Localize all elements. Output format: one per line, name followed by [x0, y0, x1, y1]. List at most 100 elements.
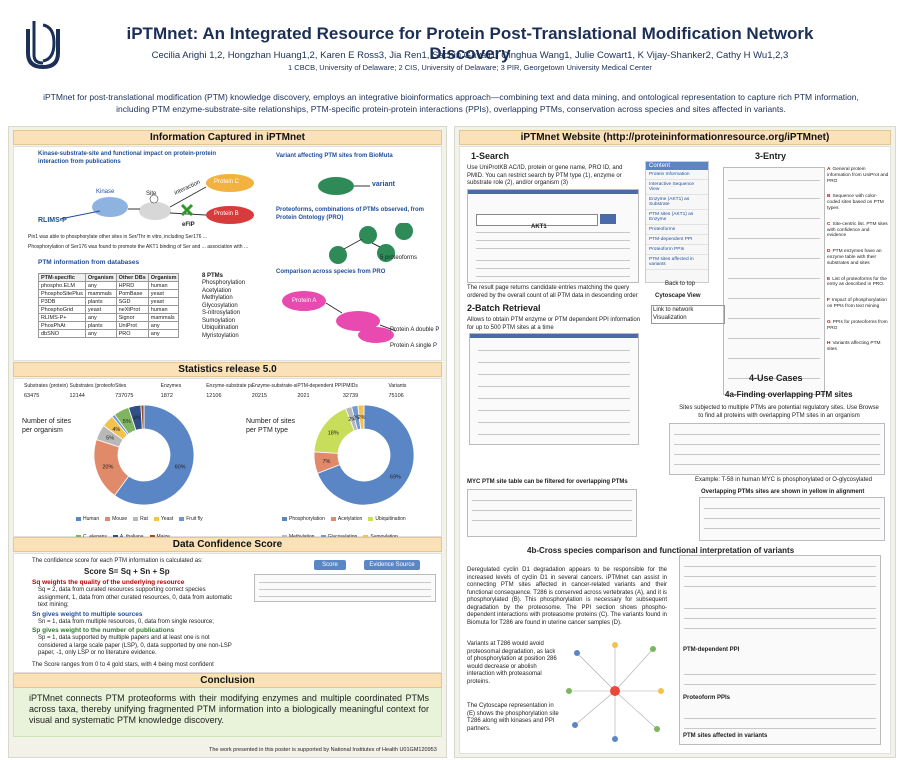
ptm-type-item: Ubiquitination [202, 325, 239, 331]
sp-title: Sp gives weight to the number of publica… [32, 627, 175, 634]
donut-data-label: 4% [112, 427, 120, 433]
alignment-screenshot [699, 497, 885, 541]
myc-note: MYC PTM site table can be filtered for o… [467, 479, 628, 485]
entry-note-key: H [827, 341, 831, 347]
stats-column-label: Enzymes [160, 383, 182, 389]
entry-screenshot [723, 167, 825, 395]
donut-data-label: 2% [348, 417, 356, 423]
table-cell: yeast [147, 289, 180, 298]
table-cell: PhosphoSitePlus [38, 289, 86, 298]
entry-menu-item[interactable]: Protein Information [646, 170, 708, 180]
batch-text: Allows to obtain PTM enzyme or PTM depen… [467, 317, 641, 331]
poster-title: iPTMnet: An Integrated Resource for Prot… [126, 24, 814, 63]
table-cell: any [147, 321, 180, 330]
entry-menu-item[interactable]: PTM sites affected in variants [646, 255, 708, 270]
table-cell: PomBase [115, 289, 149, 298]
table-cell: neXtProt [115, 305, 149, 314]
organism-chart-label: Number of sites per organism [22, 418, 72, 434]
legend-label: Acetylation [337, 516, 363, 522]
back-to-top[interactable]: Back to top [665, 281, 696, 287]
usecase-4a-title: 4a-Finding overlapping PTM sites [725, 390, 853, 399]
score-button[interactable]: Score [314, 560, 346, 570]
legend-swatch [133, 516, 139, 521]
entry-menu-item[interactable]: Interactive Sequence View [646, 180, 708, 195]
entry-note-text: General protein information from UniProt… [827, 167, 889, 184]
cytoscape-link-note: Link to network Visualization [651, 305, 725, 324]
legend-swatch [363, 534, 369, 539]
table-cell: RLIMS-P+ [38, 313, 86, 322]
ptm-type-item: Methylation [202, 295, 233, 301]
score-table-screenshot [254, 574, 436, 602]
table-cell: any [84, 313, 117, 322]
confidence-formula: Score S= Sq + Sn + Sp [84, 567, 170, 576]
affiliations: 1 CBCB, University of Delaware; 2 CIS, U… [288, 63, 652, 72]
entry-note-key: F [827, 298, 830, 304]
cytoscape-view[interactable]: Cytoscape View [655, 293, 701, 299]
legend-label: Rat [140, 516, 148, 522]
right-column: iPTMnet Website (http://proteininformati… [454, 126, 896, 758]
entry-title: 3-Entry [755, 151, 787, 161]
university-logo [26, 21, 60, 70]
authors: Cecilia Arighi 1,2, Hongzhan Huang1,2, K… [151, 50, 789, 61]
overlap-note: Overlapping PTMs sites are shown in yell… [701, 489, 865, 495]
donut-slice [114, 404, 195, 506]
ptm-type-item: S-nitrosylation [202, 310, 241, 316]
stats-column-label: Substrates (protein) [24, 383, 68, 389]
donut-data-label: 5% [123, 419, 131, 425]
stats-column-value: 12106 [206, 393, 222, 399]
table-cell: SGD [115, 297, 149, 306]
funding-note: The work presented in this poster is sup… [209, 747, 437, 753]
table-cell: mammals [147, 313, 180, 322]
confidence-panel: The confidence score for each PTM inform… [13, 553, 442, 673]
entry-note-key: D [827, 249, 831, 255]
entry-menu-item[interactable]: Proteoform PPIs [646, 245, 708, 255]
donut-data-label: 2% [353, 416, 361, 422]
entry-menu-item[interactable]: PTM-dependent PPI [646, 235, 708, 245]
legend-item: Rat [133, 516, 148, 522]
search-field[interactable]: AKT1 [476, 214, 598, 230]
content-header: Content [646, 162, 708, 170]
stats-column-value: 2021 [297, 393, 310, 399]
legend-label: Fruit fly [186, 516, 203, 522]
donut-data-label: 7% [322, 459, 330, 465]
kinase-title: Kinase-substrate-site and functional imp… [38, 151, 217, 165]
db-table-header: PTM-specific [38, 273, 86, 282]
rlims-label: RLIMS-P [38, 217, 67, 224]
usecase-4b-title: 4b-Cross species comparison and function… [527, 546, 795, 555]
search-button[interactable] [600, 214, 616, 224]
variant-title: Variant affecting PTM sites from BioMuta [276, 153, 393, 159]
protein-b-label: Protein B [214, 211, 239, 217]
entry-menu-item[interactable]: Proteoforms [646, 225, 708, 235]
donut-data-label: 4% [133, 416, 141, 422]
sn-text: Sn = 1, data from multiple resources, 0,… [38, 619, 214, 625]
search-query: AKT1 [531, 224, 547, 230]
table-cell: Signor [115, 313, 149, 322]
protein-a-single: Protein A single P [390, 343, 438, 349]
ptm-donut: 69%7%18%2%2%2% [313, 404, 415, 506]
legend-swatch [320, 534, 326, 539]
left-column: Information Captured in iPTMnet Kinase-s… [8, 126, 447, 758]
db-title: PTM information from databases [38, 259, 140, 266]
conclusion-text: iPTMnet connects PTM proteoforms with th… [29, 693, 429, 725]
entry-note-text: Sequence with color-coded sites based on… [827, 194, 884, 211]
evidence-source-button[interactable]: Evidence Source [364, 560, 420, 570]
stats-column-value: 75106 [388, 393, 404, 399]
entry-menu-item[interactable]: Enzyme (AKT1) as Substrate [646, 195, 708, 210]
entry-menu-item[interactable]: PTM sites (AKT1) as Enzyme [646, 210, 708, 225]
legend-swatch [153, 516, 159, 521]
legend-item: Yeast [153, 516, 173, 522]
website-heading: iPTMnet Website (http://proteininformati… [459, 130, 891, 145]
legend-swatch [179, 516, 185, 521]
stats-column-label: Substrates (proteoforms) [69, 383, 116, 389]
db-table-header: Other DBs [115, 273, 149, 282]
